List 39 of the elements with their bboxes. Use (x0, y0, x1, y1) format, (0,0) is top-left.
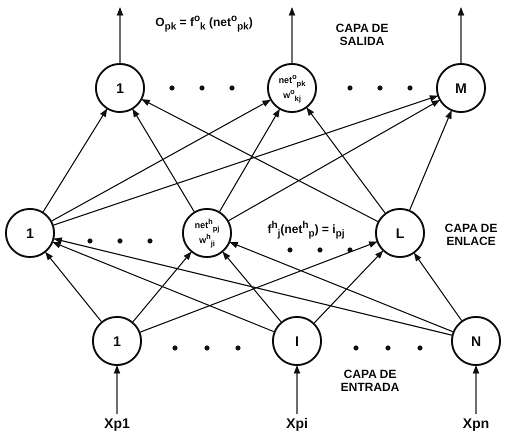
neuron-circle: 1 (5, 208, 55, 258)
arrow (222, 252, 282, 322)
arrow (116, 7, 124, 63)
formula: f$^{h}$$_{j}$(net$^{h}$$_{p}$) = i$_{pj}$ (266, 221, 346, 240)
neuron-circle: M (436, 63, 486, 113)
arrow (288, 7, 296, 63)
arrow (219, 108, 280, 212)
arrow (314, 250, 384, 324)
arrow (53, 237, 452, 336)
layer-label: CAPA DE ENTRADA (340, 368, 400, 394)
input-label: Xp1 (97, 415, 137, 431)
arrow (132, 252, 192, 322)
arrow (54, 95, 438, 226)
layer-label: CAPA DE ENLACE (444, 222, 498, 248)
arrow (52, 100, 271, 222)
arrow (52, 242, 274, 332)
input-label: Xpn (456, 415, 496, 431)
arrow (114, 365, 120, 414)
arrow (458, 7, 464, 63)
arrow (229, 242, 454, 332)
neuron-circle: N (451, 316, 501, 366)
arrow (141, 98, 378, 222)
input-label: Xpi (277, 415, 317, 431)
formula: O$_{pk}$ = f$^{o}$$_{k}$ (net$^{o}$$_{pk}$) (154, 14, 254, 33)
neuron-circle: 1 (92, 316, 142, 366)
neuron-circle: 1 (95, 63, 145, 113)
neuron-circle: I (272, 316, 322, 366)
arrow (409, 110, 452, 210)
arrow (140, 241, 378, 333)
layer-label: CAPA DE SALIDA (334, 22, 390, 48)
arrow (132, 108, 195, 212)
arrow (228, 100, 440, 222)
arrow (414, 252, 462, 321)
arrow (42, 108, 108, 212)
arrow (306, 107, 386, 214)
arrow (472, 365, 480, 414)
arrow (45, 252, 102, 322)
neuron-circle: L (375, 208, 425, 258)
arrow (294, 365, 300, 414)
